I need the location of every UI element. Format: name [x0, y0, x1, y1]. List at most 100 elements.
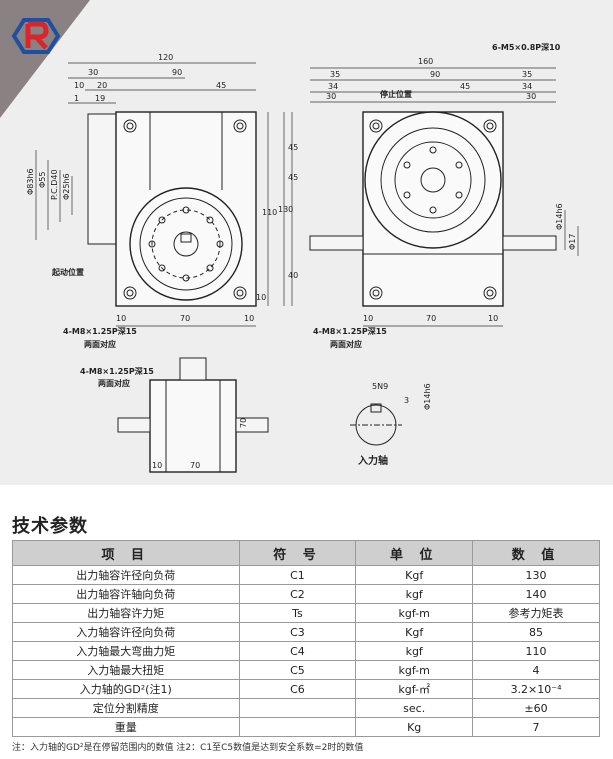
section-title: 技术参数 [12, 516, 88, 537]
cell-unit: Kg [355, 717, 474, 737]
cell-value: 7 [472, 717, 600, 737]
table-row: 入力轴最大弯曲力矩 C4 kgf 110 [12, 641, 600, 661]
cell-symbol: C4 [238, 641, 357, 661]
table-row: 定位分割精度 sec. ±60 [12, 698, 600, 718]
svg-text:30: 30 [88, 68, 98, 77]
company-logo-icon [11, 18, 61, 54]
svg-text:120: 120 [158, 53, 173, 62]
svg-text:10: 10 [116, 314, 126, 323]
svg-text:Φ17: Φ17 [568, 234, 577, 250]
cell-value: 参考力矩表 [472, 603, 600, 623]
cell-value: 3.2×10⁻⁴ [472, 679, 600, 699]
svg-text:Φ55: Φ55 [38, 172, 47, 188]
svg-text:45: 45 [288, 173, 298, 182]
cell-symbol [238, 717, 357, 737]
table-row: 入力轴容许径向负荷 C3 Kgf 85 [12, 622, 600, 642]
cell-item: 出力轴容许径向负荷 [12, 565, 240, 585]
cell-symbol: C3 [238, 622, 357, 642]
cell-unit: Kgf [355, 565, 474, 585]
cell-unit: kgf [355, 641, 474, 661]
cell-item: 定位分割精度 [12, 698, 240, 718]
cell-value: 85 [472, 622, 600, 642]
svg-text:70: 70 [239, 418, 248, 428]
svg-text:19: 19 [95, 94, 105, 103]
cell-value: 4 [472, 660, 600, 680]
svg-text:6-M5×0.8P深10: 6-M5×0.8P深10 [492, 42, 561, 52]
table-row: 出力轴容许径向负荷 C1 Kgf 130 [12, 565, 600, 585]
svg-text:Φ25h6: Φ25h6 [62, 173, 71, 200]
footnote: 注：入力轴的GD²是在停留范围内的数值 注2：C1至C5数值是达到安全系数=2时… [12, 743, 364, 753]
svg-text:30: 30 [526, 92, 536, 101]
table-row: 重量 Kg 7 [12, 717, 600, 737]
cell-unit: Kgf [355, 622, 474, 642]
svg-text:1: 1 [74, 94, 79, 103]
cell-unit: kgf-㎡ [355, 679, 474, 699]
svg-text:90: 90 [430, 70, 440, 79]
svg-text:20: 20 [97, 81, 107, 90]
table-header-row: 项 目 符 号 单 位 数 值 [12, 540, 600, 566]
svg-text:两面对应: 两面对应 [84, 339, 116, 349]
svg-text:35: 35 [330, 70, 340, 79]
header-unit: 单 位 [355, 540, 474, 566]
cell-value: 110 [472, 641, 600, 661]
svg-text:45: 45 [216, 81, 226, 90]
cell-item: 入力轴容许径向负荷 [12, 622, 240, 642]
svg-text:90: 90 [172, 68, 182, 77]
svg-text:10: 10 [256, 293, 266, 302]
cell-symbol: C6 [238, 679, 357, 699]
svg-text:Φ83h6: Φ83h6 [26, 168, 35, 195]
cell-unit: kgf [355, 584, 474, 604]
cell-value: ±60 [472, 698, 600, 718]
svg-text:P.C.D40: P.C.D40 [50, 169, 59, 200]
cell-unit: kgf-m [355, 660, 474, 680]
svg-text:停止位置: 停止位置 [380, 89, 412, 99]
svg-text:10: 10 [74, 81, 84, 90]
svg-text:35: 35 [522, 70, 532, 79]
svg-text:3: 3 [404, 396, 409, 405]
svg-text:70: 70 [180, 314, 190, 323]
cell-item: 入力轴最大扭矩 [12, 660, 240, 680]
cell-value: 130 [472, 565, 600, 585]
table-row: 出力轴容许力矩 Ts kgf-m 参考力矩表 [12, 603, 600, 623]
svg-text:45: 45 [288, 143, 298, 152]
table-row: 入力轴的GD²(注1) C6 kgf-㎡ 3.2×10⁻⁴ [12, 679, 600, 699]
header-value: 数 值 [472, 540, 600, 566]
cell-symbol: C1 [238, 565, 357, 585]
svg-text:45: 45 [460, 82, 470, 91]
cell-value: 140 [472, 584, 600, 604]
svg-text:160: 160 [418, 57, 433, 66]
cell-item: 出力轴容许轴向负荷 [12, 584, 240, 604]
cell-symbol [238, 698, 357, 718]
svg-text:40: 40 [288, 271, 298, 280]
table-row: 出力轴容许轴向负荷 C2 kgf 140 [12, 584, 600, 604]
svg-text:4-M8×1.25P深15: 4-M8×1.25P深15 [63, 326, 137, 336]
svg-text:70: 70 [190, 461, 200, 470]
svg-text:34: 34 [328, 82, 338, 91]
cell-symbol: Ts [238, 603, 357, 623]
svg-text:130: 130 [278, 205, 293, 214]
svg-text:70: 70 [426, 314, 436, 323]
svg-text:10: 10 [363, 314, 373, 323]
parameters-table: 项 目 符 号 单 位 数 值 出力轴容许径向负荷 C1 Kgf 130 出力轴… [12, 540, 600, 737]
svg-text:4-M8×1.25P深15: 4-M8×1.25P深15 [313, 326, 387, 336]
svg-text:10: 10 [488, 314, 498, 323]
svg-text:5N9: 5N9 [372, 382, 388, 391]
cell-unit: sec. [355, 698, 474, 718]
header-item: 项 目 [12, 540, 240, 566]
svg-text:10: 10 [244, 314, 254, 323]
header-symbol: 符 号 [238, 540, 357, 566]
cell-symbol: C2 [238, 584, 357, 604]
svg-text:入力轴: 入力轴 [358, 454, 388, 467]
cell-item: 重量 [12, 717, 240, 737]
svg-text:Φ14h6: Φ14h6 [555, 203, 564, 230]
table-row: 入力轴最大扭矩 C5 kgf-m 4 [12, 660, 600, 680]
cell-item: 出力轴容许力矩 [12, 603, 240, 623]
cell-item: 入力轴的GD²(注1) [12, 679, 240, 699]
svg-text:30: 30 [326, 92, 336, 101]
svg-text:4-M8×1.25P深15: 4-M8×1.25P深15 [80, 366, 154, 376]
cell-item: 入力轴最大弯曲力矩 [12, 641, 240, 661]
svg-text:10: 10 [152, 461, 162, 470]
svg-text:两面对应: 两面对应 [98, 378, 130, 388]
